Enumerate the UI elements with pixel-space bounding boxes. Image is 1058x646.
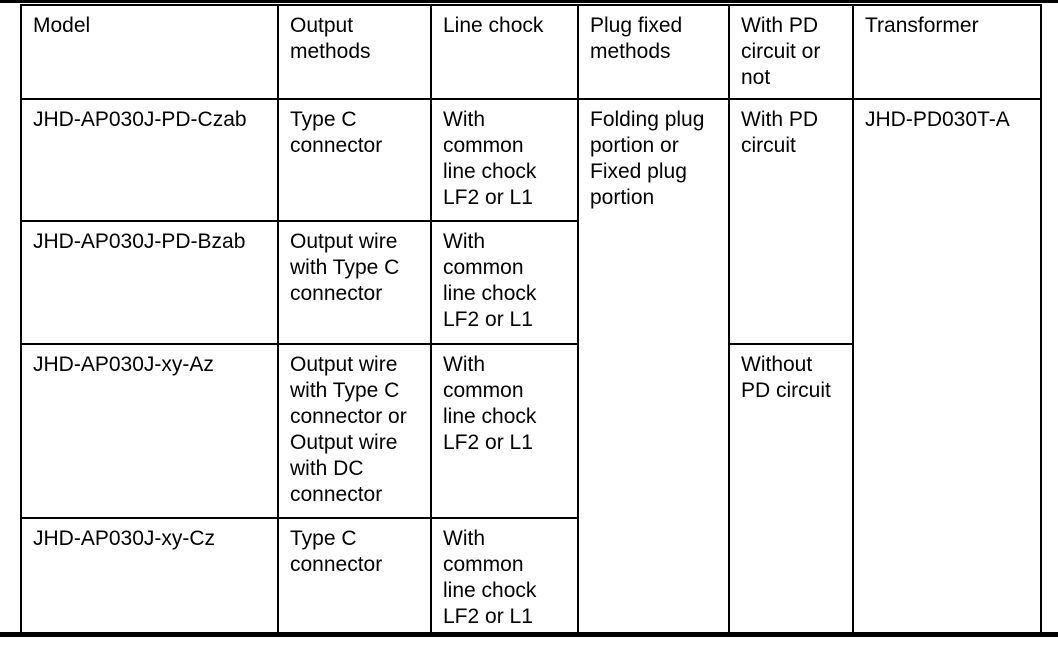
model-spec-table: Model Output methods Line chock Plug fix… [20, 4, 1042, 636]
table-row: JHD-AP030J-PD-Czab Type C connector With… [20, 98, 1042, 636]
cell-line-chock-3: With common line chock LF2 or L1 [430, 343, 579, 519]
table-row: JHD-AP030J-PD-Bzab Output wire with Type… [20, 220, 1041, 345]
header-pd-circuit-or-not: With PD circuit or not [728, 4, 854, 100]
cell-plug-fixed-methods-merged: Folding plug portion or Fixed plug porti… [577, 98, 730, 636]
bottom-horizontal-rule [0, 632, 1058, 637]
cell-with-pd-circuit-merged: With PD circuit [728, 98, 854, 345]
header-model: Model [20, 4, 279, 100]
cell-output-method-3: Output wire with Type C connector or Out… [277, 343, 432, 519]
header-transformer: Transformer [852, 4, 1042, 100]
cell-output-method-2: Output wire with Type C connector [277, 220, 432, 345]
header-line-chock: Line chock [430, 4, 579, 100]
cell-model-3: JHD-AP030J-xy-Az [20, 343, 279, 519]
cell-output-method-4: Type C connector [277, 517, 432, 636]
cell-transformer-merged: JHD-PD030T-A [852, 98, 1042, 636]
header-plug-fixed-methods: Plug fixed methods [577, 4, 730, 100]
cell-line-chock-2: With common line chock LF2 or L1 [430, 220, 579, 345]
top-horizontal-rule [0, 0, 1058, 3]
cell-model-2: JHD-AP030J-PD-Bzab [20, 220, 279, 345]
table-row: JHD-AP030J-xy-Cz Type C connector With c… [20, 517, 1041, 636]
cell-model-4: JHD-AP030J-xy-Cz [20, 517, 279, 636]
cell-line-chock-4: With common line chock LF2 or L1 [430, 517, 579, 636]
header-output-methods: Output methods [277, 4, 432, 100]
header-row: Model Output methods Line chock Plug fix… [20, 4, 1042, 100]
cell-output-method-1: Type C connector [277, 98, 432, 222]
cell-without-pd-circuit-merged: Without PD circuit [728, 343, 854, 636]
cell-line-chock-1: With common line chock LF2 or L1 [430, 98, 579, 222]
cell-model-1: JHD-AP030J-PD-Czab [20, 98, 279, 222]
